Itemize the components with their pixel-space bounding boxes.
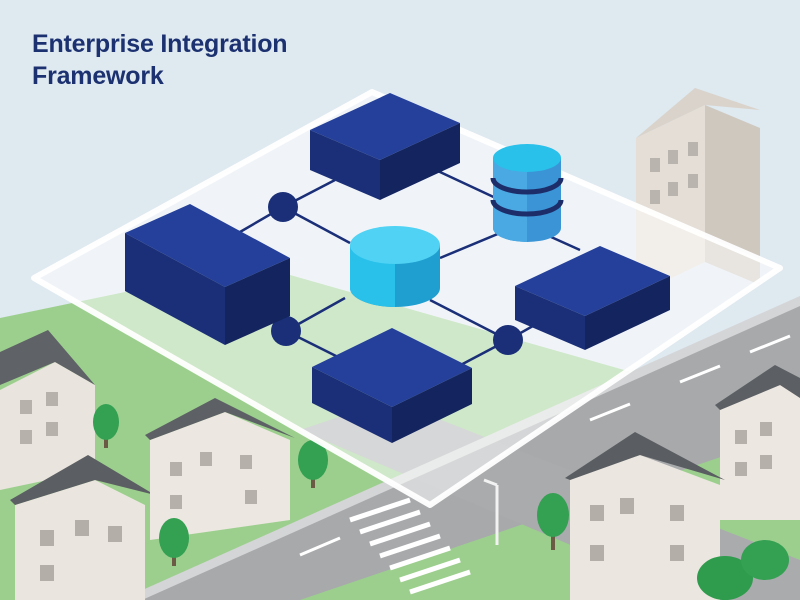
database-icon	[350, 226, 440, 307]
tree-icon	[93, 404, 119, 448]
street-lamp-icon	[483, 478, 499, 545]
title-line-2: Framework	[32, 62, 164, 90]
building-icon	[10, 455, 155, 600]
tree-icon	[298, 440, 328, 488]
database-icon	[490, 144, 564, 242]
block-icon	[310, 93, 460, 200]
block-icon	[515, 246, 670, 350]
connector-node-icon	[271, 316, 301, 346]
lane-markings	[299, 334, 791, 557]
title-line-1: Enterprise Integration	[32, 30, 288, 58]
tree-icon	[537, 493, 569, 550]
building-icon	[0, 330, 95, 490]
tree-icon	[697, 540, 789, 600]
block-icon	[125, 204, 290, 345]
tree-icon	[159, 518, 189, 566]
building-icon	[715, 365, 800, 520]
building-icon	[565, 432, 725, 600]
block-icon	[312, 328, 472, 443]
connector-node-icon	[268, 192, 298, 222]
page-title: Enterprise Integration Framework	[32, 28, 288, 92]
connector-node-icon	[493, 325, 523, 355]
building-icon	[145, 398, 295, 540]
crosswalk	[349, 497, 471, 595]
